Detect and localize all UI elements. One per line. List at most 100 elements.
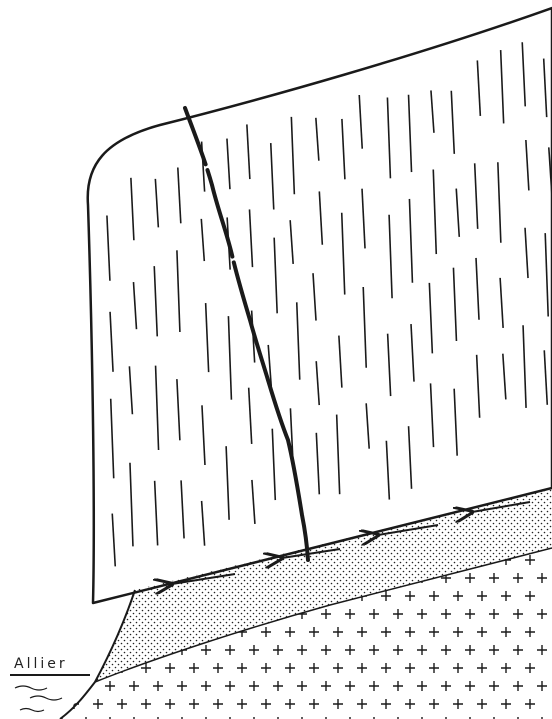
hatch-line — [290, 220, 293, 264]
hatch-line — [319, 191, 322, 244]
cross-mark — [357, 663, 367, 673]
cross-mark — [537, 645, 547, 655]
cross-mark — [501, 663, 511, 673]
cross-mark — [117, 699, 127, 709]
hatch-line — [362, 189, 365, 249]
hatch-line — [226, 446, 229, 520]
cross-mark — [429, 699, 439, 709]
cross-mark — [57, 573, 67, 583]
cross-mark — [189, 699, 199, 709]
hatch-line — [389, 215, 392, 299]
cross-mark — [69, 663, 79, 673]
cross-mark — [141, 555, 151, 565]
cross-mark — [249, 681, 259, 691]
hatch-line — [111, 399, 114, 479]
hatch-line — [107, 216, 110, 281]
hatch-line — [409, 95, 412, 172]
cross-mark — [285, 663, 295, 673]
cross-mark — [177, 681, 187, 691]
cross-mark — [477, 663, 487, 673]
hatch-line — [433, 169, 436, 254]
cross-mark — [105, 573, 115, 583]
hatch-line — [431, 90, 434, 132]
cross-mark — [285, 627, 295, 637]
cross-mark — [525, 627, 535, 637]
cross-mark — [69, 591, 79, 601]
cross-mark — [261, 627, 271, 637]
hatch-line — [523, 325, 526, 408]
cross-mark — [393, 609, 403, 619]
cross-mark — [333, 699, 343, 709]
cross-mark — [345, 645, 355, 655]
cross-mark — [465, 609, 475, 619]
hatch-line — [228, 316, 231, 400]
hatch-line — [249, 209, 252, 267]
cross-mark — [81, 645, 91, 655]
cross-mark — [537, 573, 547, 583]
hatch-line — [342, 213, 345, 295]
hatch-line — [131, 178, 134, 240]
cross-mark — [81, 609, 91, 619]
cross-mark — [525, 555, 535, 565]
hatch-line — [387, 98, 390, 179]
hatch-line — [177, 250, 180, 332]
hatch-line — [178, 168, 181, 224]
cross-mark — [57, 609, 67, 619]
cross-mark — [441, 609, 451, 619]
cross-mark — [453, 591, 463, 601]
cross-mark — [417, 645, 427, 655]
hatch-line — [526, 140, 529, 190]
cross-mark — [357, 699, 367, 709]
cross-mark — [429, 591, 439, 601]
cross-mark — [489, 573, 499, 583]
cross-mark — [69, 627, 79, 637]
cross-mark — [57, 645, 67, 655]
hatch-line — [316, 361, 319, 405]
cross-mark — [477, 627, 487, 637]
hatch-line — [130, 463, 133, 547]
hatch-line — [316, 433, 319, 495]
hatch-line — [366, 403, 369, 448]
cross-mark — [525, 591, 535, 601]
cross-mark — [429, 627, 439, 637]
cross-mark — [417, 609, 427, 619]
cross-mark — [441, 681, 451, 691]
cross-mark — [237, 663, 247, 673]
hatch-line — [525, 228, 528, 278]
hatch-line — [503, 354, 506, 400]
cross-mark — [141, 699, 151, 709]
cross-mark — [93, 699, 103, 709]
hatch-line — [477, 355, 480, 418]
hatch-line — [454, 389, 457, 456]
cross-mark — [273, 681, 283, 691]
cross-mark — [45, 591, 55, 601]
hatch-line — [544, 350, 547, 404]
hatch-line — [154, 266, 157, 336]
cross-mark — [513, 609, 523, 619]
hatch-line — [112, 514, 115, 567]
cross-mark — [429, 663, 439, 673]
cross-mark — [297, 645, 307, 655]
hatch-line — [409, 199, 412, 283]
hatch-line — [202, 501, 205, 546]
cross-mark — [93, 591, 103, 601]
cross-mark — [453, 627, 463, 637]
cross-mark — [453, 663, 463, 673]
hatch-line — [227, 139, 230, 190]
hatch-line — [453, 268, 456, 341]
hatch-line — [156, 366, 159, 450]
cross-mark — [489, 681, 499, 691]
cross-mark — [345, 681, 355, 691]
hatch-line — [498, 162, 501, 243]
cross-mark — [69, 555, 79, 565]
hatch-line — [249, 388, 252, 444]
cross-mark — [165, 663, 175, 673]
hatch-line — [313, 273, 316, 320]
cross-mark — [333, 627, 343, 637]
cross-mark — [261, 663, 271, 673]
hatch-line — [388, 334, 391, 396]
cross-mark — [225, 681, 235, 691]
hatch-line — [477, 60, 480, 115]
cross-mark — [321, 645, 331, 655]
cross-mark — [297, 681, 307, 691]
